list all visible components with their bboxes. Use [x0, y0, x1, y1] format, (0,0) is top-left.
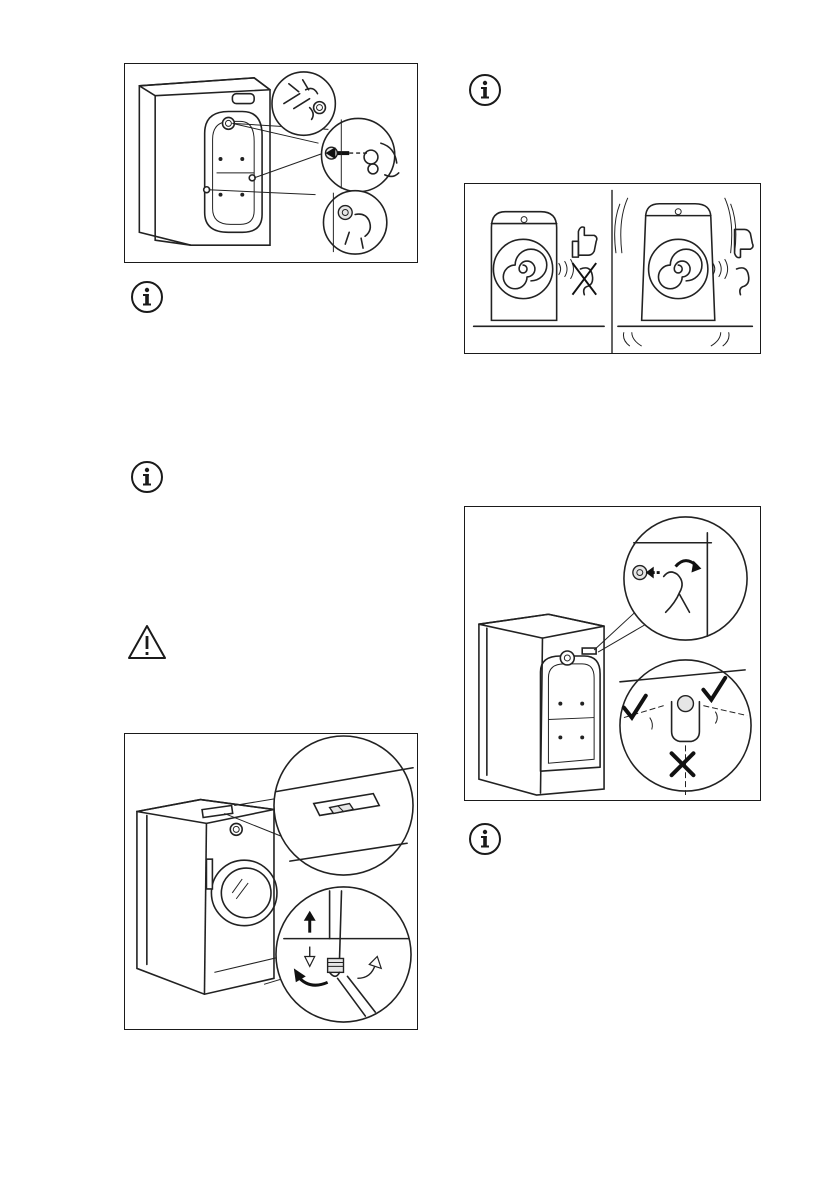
- info-icon: [468, 73, 502, 107]
- info-icon: [468, 822, 502, 856]
- washing-machine-bolts-illustration: [125, 64, 417, 262]
- figure-level-adjust-feet: [124, 733, 418, 1030]
- washing-machine-vibration-illustration: [465, 184, 760, 353]
- warning-icon: [127, 624, 167, 660]
- info-icon: [130, 460, 164, 494]
- figure-vibration-noise: [464, 183, 761, 354]
- info-icon: [130, 280, 164, 314]
- washing-machine-leveling-illustration: [125, 734, 417, 1029]
- figure-insert-plastic-caps: [464, 506, 761, 801]
- figure-remove-transit-bolts: [124, 63, 418, 263]
- washing-machine-caps-illustration: [465, 507, 760, 800]
